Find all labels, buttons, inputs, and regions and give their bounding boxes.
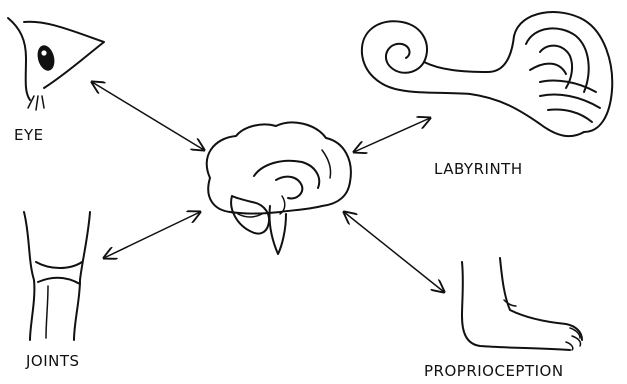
knee-joint-icon — [24, 212, 90, 340]
arrow-joints-brain — [104, 212, 200, 258]
arrow-labyrinth-brain — [354, 118, 430, 152]
arrow-eye-brain — [92, 82, 204, 150]
arrow-proprioception-brain — [344, 212, 444, 292]
joints-label: JOINTS — [25, 352, 80, 370]
proprioception-label: PROPRIOCEPTION — [424, 362, 564, 380]
labyrinth-icon — [362, 12, 612, 136]
eye-label: EYE — [14, 126, 44, 144]
eye-icon — [8, 18, 104, 110]
foot-icon — [462, 258, 582, 350]
labyrinth-label: LABYRINTH — [434, 160, 523, 178]
brain-icon — [207, 122, 351, 254]
